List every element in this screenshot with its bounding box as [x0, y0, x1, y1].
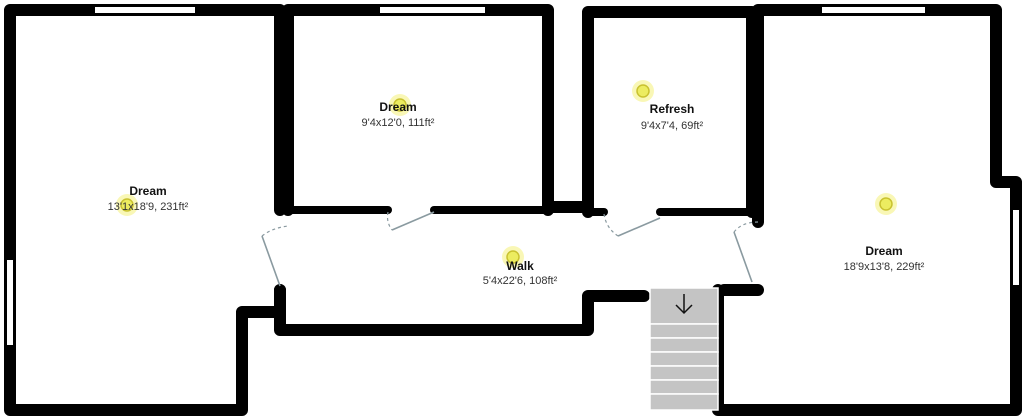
room-name-dream-top-middle: Dream — [379, 100, 416, 114]
room-name-dream-right: Dream — [865, 244, 902, 258]
door-dream-top-middle — [391, 211, 435, 231]
stair-step — [649, 379, 719, 395]
wall-dream-top-middle — [282, 4, 554, 216]
room-labels: Dream 13'1x18'9, 231ft² Dream 9'4x12'0, … — [108, 100, 925, 287]
wall-dream-left — [4, 4, 286, 416]
arrow-down-icon — [675, 294, 693, 315]
room-walk[interactable] — [274, 201, 764, 336]
light-icon — [632, 80, 654, 102]
room-size-walk: 5'4x22'6, 108ft² — [483, 275, 558, 287]
door-dream-right — [733, 231, 753, 283]
room-size-refresh: 9'4x7'4, 69ft² — [641, 120, 704, 132]
room-dream-left[interactable] — [4, 4, 286, 416]
wall-walk-bottom — [274, 284, 650, 336]
room-size-dream-top-middle: 9'4x12'0, 111ft² — [362, 117, 435, 129]
stair-step — [649, 351, 719, 367]
room-size-dream-left: 13'1x18'9, 231ft² — [108, 201, 189, 213]
lights — [116, 80, 897, 268]
room-name-dream-left: Dream — [129, 184, 166, 198]
stair-step — [649, 365, 719, 381]
room-size-dream-right: 18'9x13'8, 229ft² — [844, 261, 925, 273]
light-icon — [116, 194, 138, 216]
door-refresh — [617, 217, 661, 237]
stair-step — [649, 337, 719, 353]
room-name-refresh: Refresh — [650, 102, 695, 116]
door-dream-left — [261, 235, 281, 287]
staircase[interactable] — [649, 287, 719, 411]
stair-step — [649, 393, 719, 411]
doors — [261, 211, 759, 287]
wall-dream-right — [712, 4, 1022, 416]
light-icon — [502, 246, 524, 268]
room-dream-right[interactable] — [712, 4, 1022, 416]
room-dream-top-middle[interactable] — [282, 4, 554, 216]
light-icon — [875, 193, 897, 215]
light-icon — [389, 94, 411, 116]
stair-step — [649, 323, 719, 339]
room-name-walk: Walk — [506, 259, 534, 273]
